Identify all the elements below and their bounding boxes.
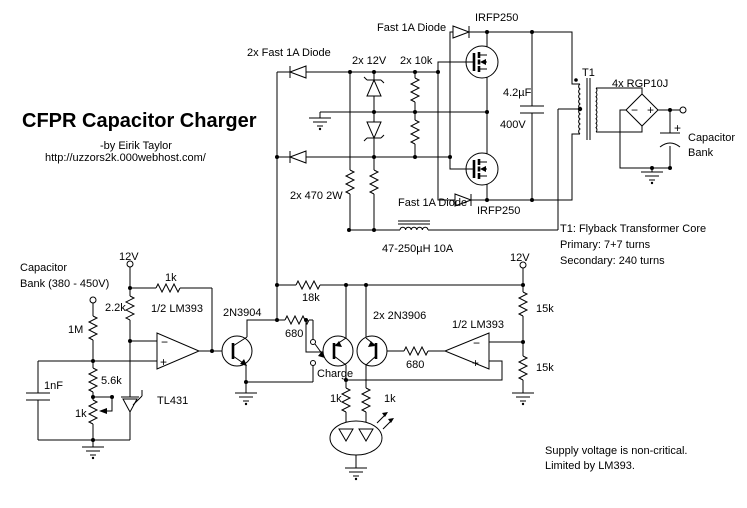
label-capbank-left-2: Bank (380 - 450V) [20, 278, 109, 290]
note-supply-1: Supply voltage is non-critical. [545, 445, 687, 457]
transformer-t1-symbol [578, 78, 598, 140]
bridge-rectifier-symbol: − + [625, 93, 659, 127]
note-transformer-2: Primary: 7+7 turns [560, 239, 651, 251]
resistor-1k-feedback [155, 282, 181, 294]
comparator-right-symbol: − + [443, 332, 490, 370]
resistor-470-right [368, 169, 380, 195]
resistor-680-right [403, 345, 429, 357]
label-lm393-right: 1/2 LM393 [452, 319, 504, 331]
label-1k-led-right: 1k [384, 393, 396, 405]
resistor-1k-led-right [360, 387, 372, 413]
label-2k2: 2.2k [105, 302, 126, 314]
label-irfp250-bot: IRFP250 [477, 205, 520, 217]
label-15k-bot: 15k [536, 362, 554, 374]
resistor-470-left [344, 169, 356, 195]
label-fast-diode-2x: 2x Fast 1A Diode [247, 47, 331, 59]
comparator-left-symbol: − + [156, 332, 201, 370]
resistor-15k-bottom [517, 355, 529, 381]
resistor-10k-bottom [409, 119, 421, 145]
label-tl431: TL431 [157, 395, 188, 407]
diodes [288, 25, 473, 207]
label-12v-left: 12V [119, 251, 139, 263]
label-1k-pot: 1k [75, 408, 87, 420]
resistor-680-left [284, 314, 310, 326]
pnp-2n3906-right-symbol [356, 335, 388, 367]
v12-left-terminal [126, 260, 134, 268]
note-supply-2: Limited by LM393. [545, 460, 635, 472]
mosfet-top-symbol [465, 45, 499, 79]
label-680-left: 680 [285, 328, 303, 340]
pot-wiper-arrow [99, 408, 107, 414]
page-title: CFPR Capacitor Charger [22, 110, 257, 132]
fast-diode-left-top-icon [288, 65, 307, 79]
tl431-symbol [121, 390, 143, 414]
label-1m: 1M [68, 324, 83, 336]
label-inductor: 47-250µH 10A [382, 243, 454, 255]
pnp-2n3906-left-symbol [322, 335, 354, 367]
url: http://uzzors2k.000webhost.com/ [45, 152, 207, 164]
label-bank-plus: + [674, 121, 681, 135]
note-transformer-1: T1: Flyback Transformer Core [560, 223, 706, 235]
junction-dots [91, 30, 672, 442]
bridge-plus-sign: + [647, 103, 654, 117]
labels: CFPR Capacitor Charger -by Eirik Taylor … [20, 12, 735, 472]
label-bank-1: Capacitor [688, 132, 735, 144]
label-15k-top: 15k [536, 303, 554, 315]
label-capbank-left-1: Capacitor [20, 262, 67, 274]
label-1k-feedback: 1k [165, 272, 177, 284]
label-fast-diode-top: Fast 1A Diode [377, 22, 446, 34]
label-zeners: 2x 12V [352, 55, 387, 67]
npn-2n3904-symbol [221, 335, 253, 367]
label-fast-diode-bot: Fast 1A Diode [398, 197, 467, 209]
charge-switch[interactable] [310, 339, 326, 366]
label-irfp250-top: IRFP250 [475, 12, 518, 24]
fast-diode-left-bottom-icon [288, 150, 307, 164]
label-2n3906: 2x 2N3906 [373, 310, 426, 322]
bicolor-led-symbol [329, 412, 394, 456]
comparator-right-minus: − [473, 336, 480, 350]
label-18k: 18k [302, 292, 320, 304]
terminals [89, 106, 687, 304]
label-1nf: 1nF [44, 380, 63, 392]
comparator-left-minus: − [161, 335, 168, 349]
byline: -by Eirik Taylor [100, 140, 172, 152]
label-cap-value: 4.2µF [503, 87, 532, 99]
mosfet-bottom-symbol [465, 152, 499, 186]
fast-diode-top-icon [452, 25, 471, 39]
hv-output-terminal [679, 106, 687, 114]
potentiometer-1k [87, 399, 99, 425]
label-5k6: 5.6k [101, 375, 122, 387]
resistor-1k-led-left [340, 387, 352, 413]
inductor-symbol [399, 226, 429, 231]
label-charge: Charge [317, 368, 353, 380]
resistor-5k6 [87, 367, 99, 393]
zener-bottom-icon [363, 121, 385, 142]
zener-top-icon [363, 76, 385, 97]
label-bank-2: Bank [688, 147, 714, 159]
label-t1: T1 [582, 67, 595, 79]
bridge-minus-sign: − [631, 103, 638, 117]
label-470: 2x 470 2W [290, 190, 343, 202]
label-cap-voltage: 400V [500, 119, 526, 131]
ground-symbols [82, 117, 663, 481]
fast-diode-bottom-icon [454, 193, 473, 207]
label-680-right: 680 [406, 359, 424, 371]
note-transformer-3: Secondary: 240 turns [560, 255, 665, 267]
resistor-18k [295, 279, 321, 291]
resistor-1m [87, 315, 99, 341]
label-lm393-left: 1/2 LM393 [151, 303, 203, 315]
label-12v-right: 12V [510, 252, 530, 264]
label-10k: 2x 10k [400, 55, 433, 67]
label-bridge: 4x RGP10J [612, 78, 668, 90]
comparator-left-plus: + [160, 355, 167, 369]
label-1k-led-left: 1k [330, 393, 342, 405]
cap-bank-terminal [89, 296, 97, 304]
v12-right-terminal [519, 261, 527, 269]
label-2n3904: 2N3904 [223, 307, 262, 319]
resistor-10k-top [409, 77, 421, 103]
resistor-15k-top [517, 291, 529, 317]
comparator-right-plus: + [472, 356, 479, 370]
resistor-2k2 [124, 295, 136, 321]
